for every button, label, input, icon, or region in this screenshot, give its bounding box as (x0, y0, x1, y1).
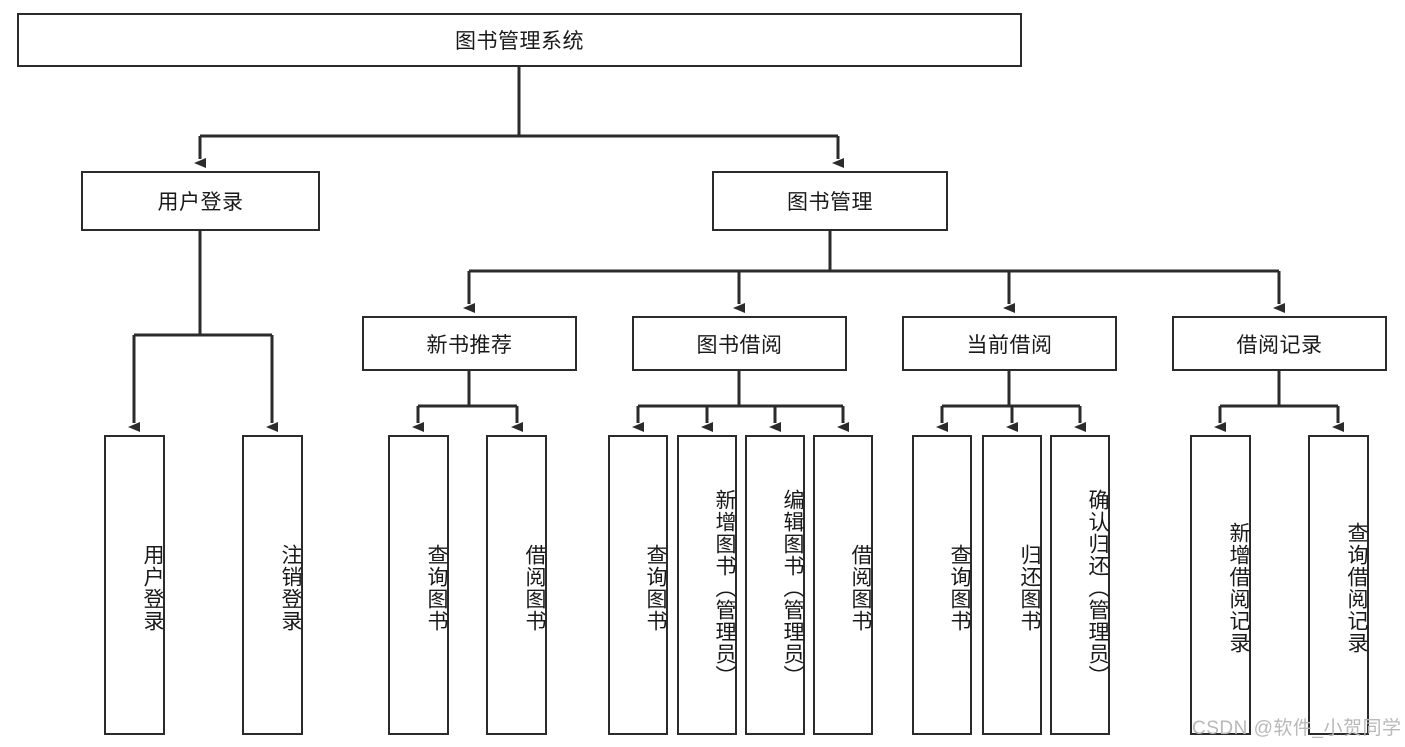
leaf-label: 新增图书（管理员） (713, 489, 736, 687)
leaf-label: 查询图书 (948, 544, 971, 632)
node-user-login[interactable]: 用户登录 (81, 171, 320, 231)
leaf-label: 借阅图书 (523, 544, 546, 632)
leaf-node[interactable]: 用户登录 (104, 435, 165, 735)
leaf-label: 归还图书 (1018, 544, 1041, 632)
leaf-node[interactable]: 查询图书 (912, 435, 972, 735)
leaf-node[interactable]: 查询借阅记录 (1308, 435, 1369, 735)
leaf-node[interactable]: 注销登录 (242, 435, 303, 735)
leaf-label: 编辑图书（管理员） (781, 489, 804, 687)
node-book-borrow[interactable]: 图书借阅 (632, 316, 847, 371)
leaf-node[interactable]: 归还图书 (982, 435, 1042, 735)
leaf-node[interactable]: 查询图书 (608, 435, 668, 735)
leaf-label: 新增借阅记录 (1227, 522, 1250, 654)
leaf-label: 查询借阅记录 (1345, 522, 1368, 654)
leaf-label: 确认归还（管理员） (1086, 489, 1109, 687)
node-root[interactable]: 图书管理系统 (17, 13, 1022, 67)
csdn-watermark: CSDN @软件_小贺同学 (1192, 718, 1402, 739)
leaf-label: 注销登录 (279, 544, 302, 632)
node-new-book-recommend[interactable]: 新书推荐 (362, 316, 577, 371)
leaf-node[interactable]: 确认归还（管理员） (1050, 435, 1110, 735)
leaf-node[interactable]: 借阅图书 (813, 435, 873, 735)
leaf-node[interactable]: 新增图书（管理员） (677, 435, 737, 735)
node-borrow-records[interactable]: 借阅记录 (1172, 316, 1387, 371)
leaf-label: 查询图书 (425, 544, 448, 632)
leaf-node[interactable]: 查询图书 (388, 435, 449, 735)
leaf-node[interactable]: 新增借阅记录 (1190, 435, 1251, 735)
leaf-node[interactable]: 编辑图书（管理员） (745, 435, 805, 735)
node-book-management[interactable]: 图书管理 (712, 171, 948, 231)
leaf-label: 用户登录 (141, 544, 164, 632)
node-current-borrow[interactable]: 当前借阅 (902, 316, 1117, 371)
leaf-node[interactable]: 借阅图书 (486, 435, 547, 735)
leaf-label: 查询图书 (644, 544, 667, 632)
leaf-label: 借阅图书 (849, 544, 872, 632)
